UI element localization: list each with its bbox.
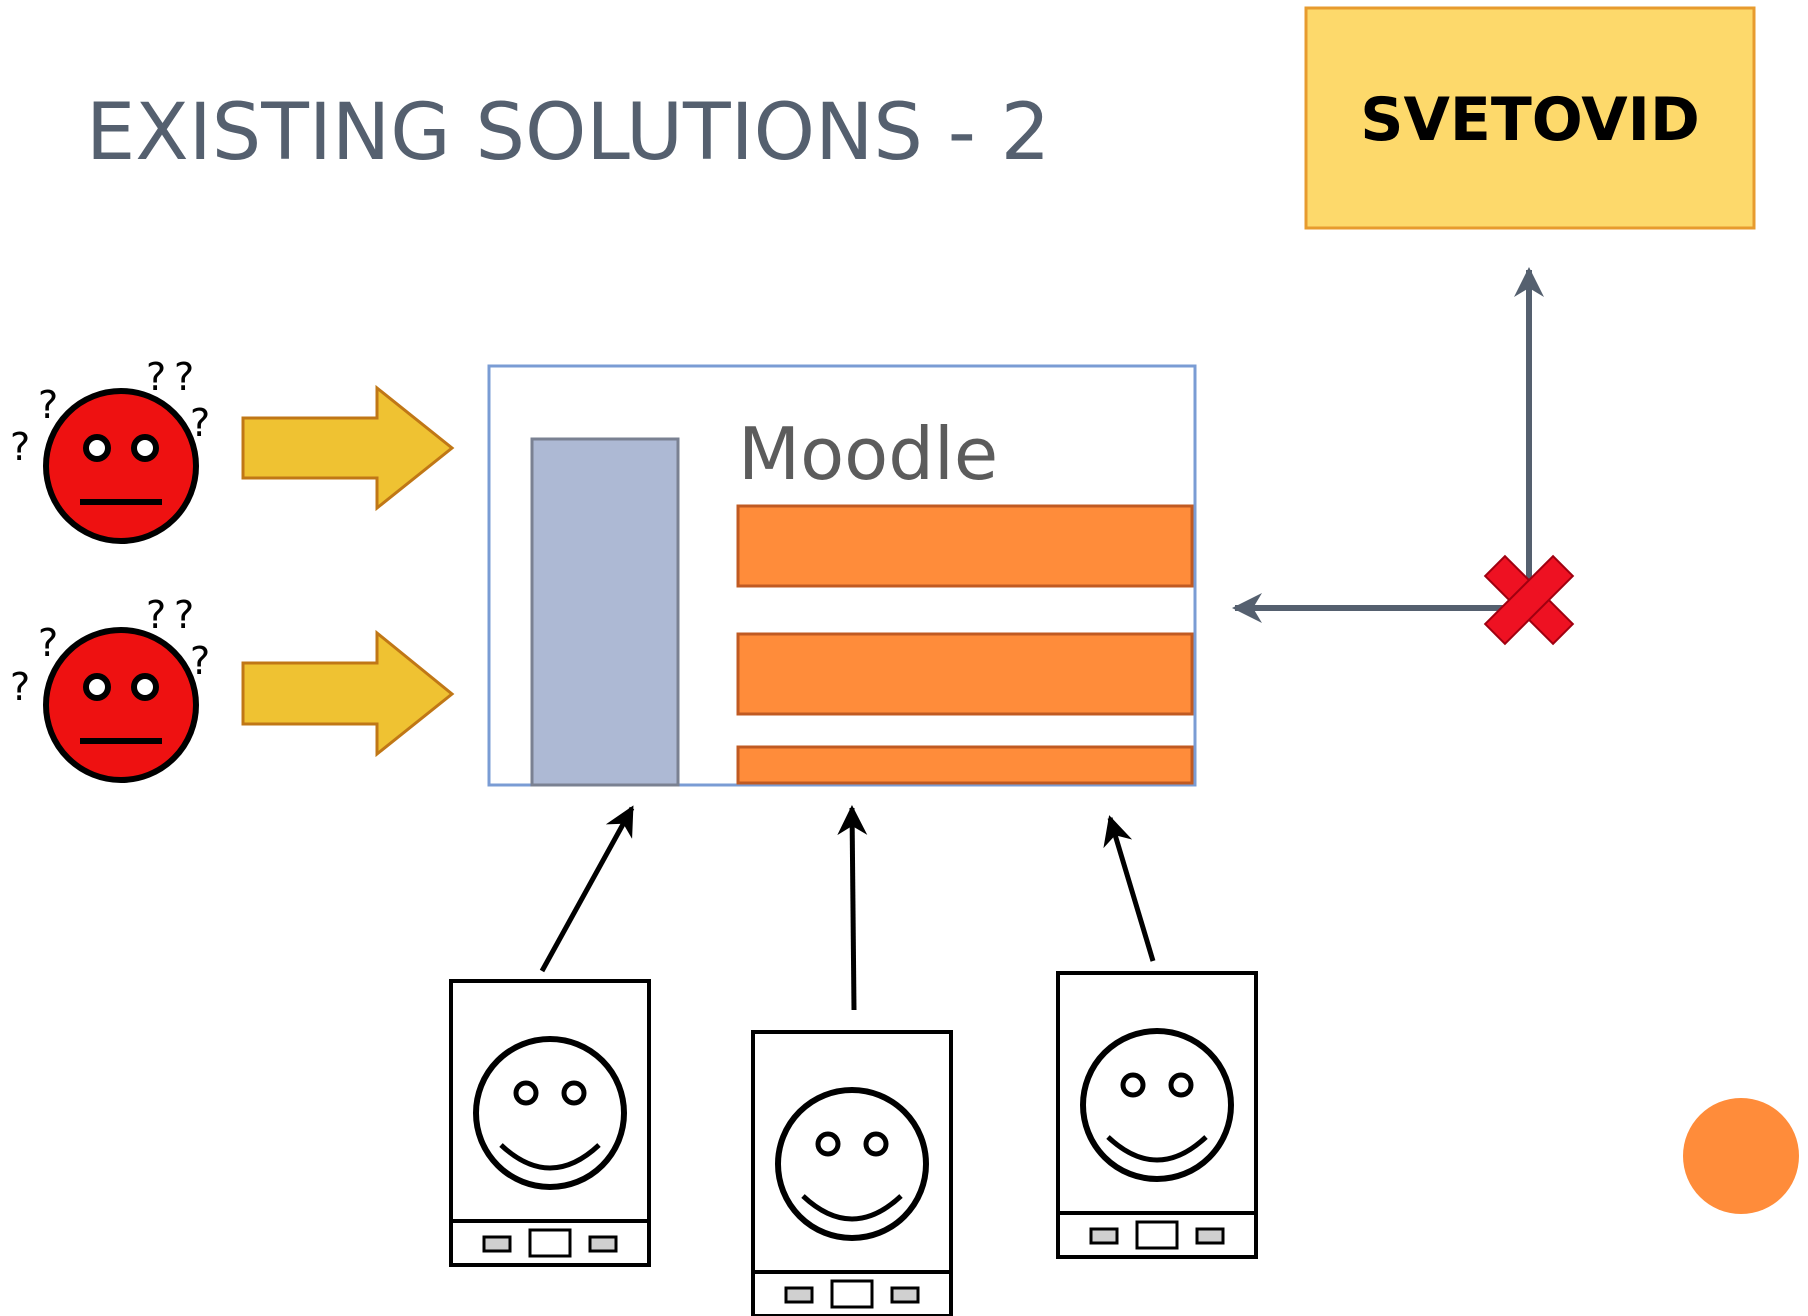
right-arrow-icon (241, 384, 455, 512)
red-cross-icon (1483, 554, 1575, 646)
question-marks: ? ? ? ? ? (10, 593, 210, 709)
svetovid-label: SVETOVID (1360, 85, 1700, 155)
moodle-content-bar (736, 504, 1194, 588)
device-arrows (539, 805, 1156, 1011)
decor-circle (1683, 1098, 1799, 1214)
question-marks: ? ? ? ? ? (10, 355, 210, 469)
happy-device-icon (751, 1030, 953, 1316)
happy-device-icon (1056, 971, 1258, 1259)
moodle-content-bar (736, 745, 1194, 785)
question-mark: ? (190, 401, 210, 445)
moodle-content-bar (736, 632, 1194, 716)
question-mark: ? (146, 355, 166, 399)
question-mark: ? (190, 639, 210, 683)
question-mark: ? (174, 593, 194, 637)
svetovid-box: SVETOVID (1304, 6, 1756, 230)
question-mark: ? (146, 593, 166, 637)
question-mark: ? (10, 425, 30, 469)
svetovid-connector (1232, 267, 1544, 623)
moodle-label: Moodle (738, 412, 998, 496)
slide-title: EXISTING SOLUTIONS - 2 (86, 88, 1051, 178)
confused-face-icon: ? ? ? ? ? (10, 355, 210, 544)
right-arrow-icon (241, 629, 455, 758)
moodle-sidebar (530, 437, 680, 787)
question-mark: ? (174, 355, 194, 399)
moodle-box: Moodle (487, 364, 1197, 787)
confused-face-icon: ? ? ? ? ? (10, 593, 210, 783)
happy-device-icon (449, 979, 651, 1267)
question-mark: ? (38, 383, 58, 427)
question-mark: ? (10, 665, 30, 709)
question-mark: ? (38, 621, 58, 665)
